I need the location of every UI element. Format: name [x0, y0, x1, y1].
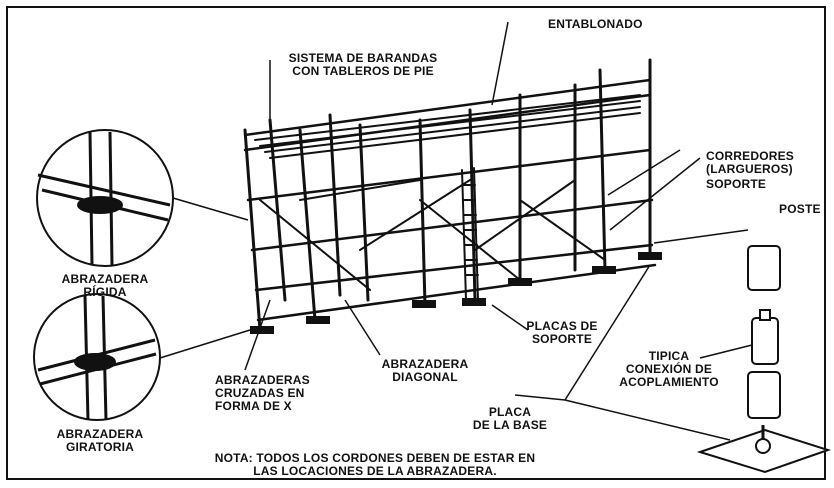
label-abrazaderas-cruzadas: ABRAZADERAS CRUZADAS EN FORMA DE X	[215, 373, 310, 413]
planking	[254, 94, 641, 159]
label-sistema-barandas: SISTEMA DE BARANDAS CON TABLEROS DE PIE	[288, 51, 438, 78]
label-abrazadera-diagonal: ABRAZADERA DIAGONAL	[381, 357, 469, 384]
label-corredores: CORREDORES (LARGUEROS)	[706, 149, 795, 176]
label-placas-soporte: PLACAS DE SOPORTE	[526, 319, 598, 346]
scaffold-ledgers	[243, 78, 657, 322]
ladder	[461, 167, 479, 301]
nota-text: NOTA: TODOS LOS CORDONES DEBEN DE ESTAR …	[214, 451, 536, 478]
label-entablonado: ENTABLONADO	[548, 17, 643, 31]
rigid-clamp-detail	[36, 129, 174, 267]
swivel-clamp-detail	[33, 293, 161, 421]
label-soporte: SOPORTE	[706, 177, 767, 191]
label-placa-base: PLACA DE LA BASE	[472, 405, 548, 432]
label-abrazadera-giratoria: ABRAZADERA GIRATORIA	[56, 427, 144, 454]
label-abrazadera-rigida: ABRAZADERA RÍGIDA	[61, 272, 149, 299]
base-plates	[250, 252, 662, 334]
diagonal-braces	[259, 179, 606, 291]
label-poste: POSTE	[779, 202, 821, 216]
leader-lines	[159, 21, 753, 441]
label-tipica-conexion: TIPICA CONEXIÓN DE ACOPLAMIENTO	[619, 349, 719, 389]
post-coupling-illustration	[696, 245, 832, 474]
